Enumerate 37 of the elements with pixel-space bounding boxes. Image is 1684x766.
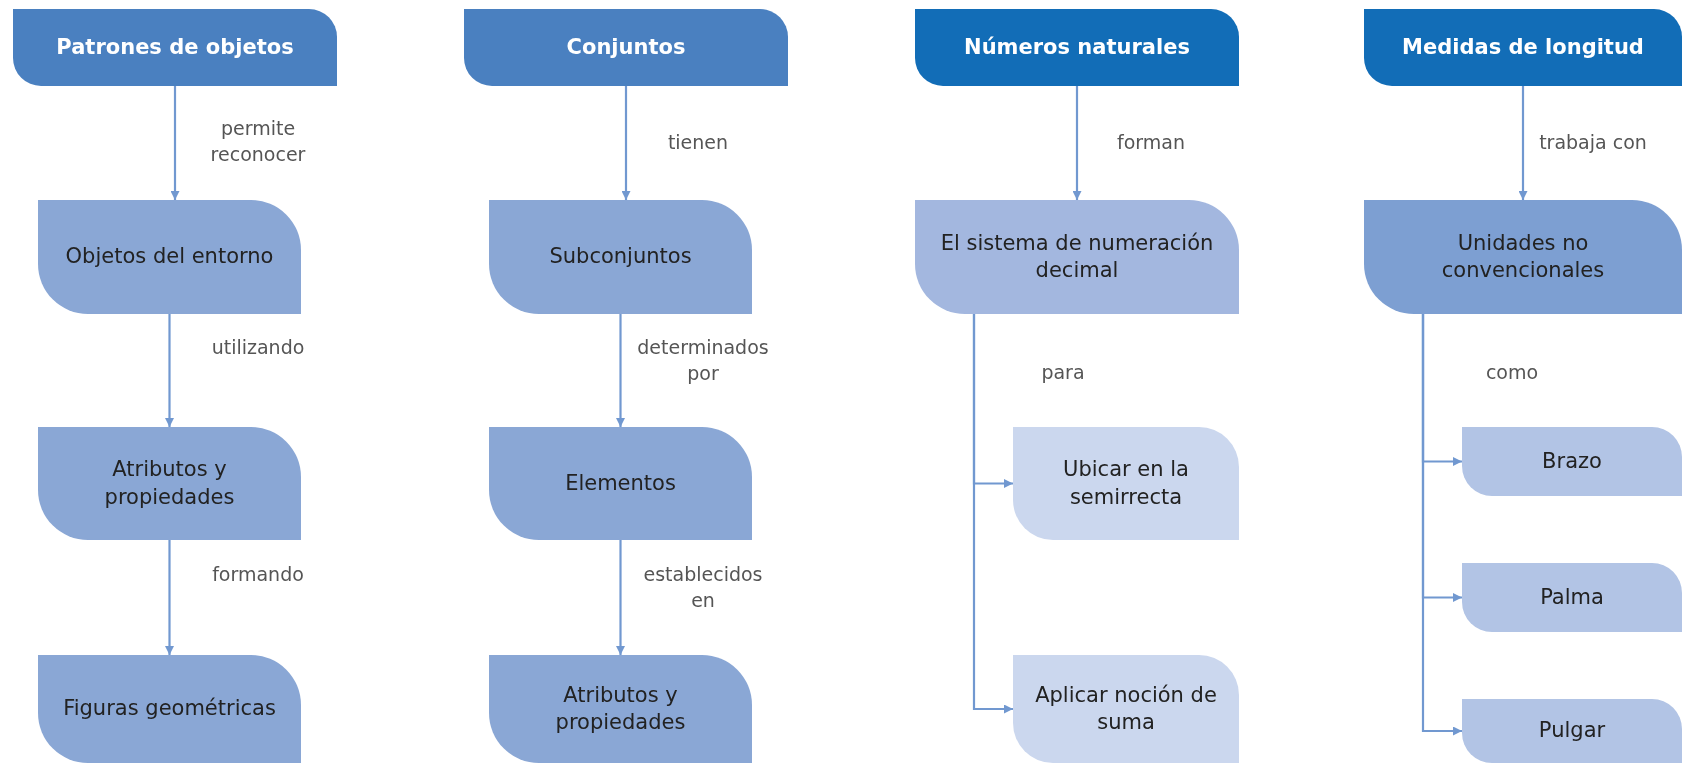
concept-box: Atributos y propiedades — [489, 655, 752, 763]
edge-label: determinados por — [636, 335, 770, 386]
concept-box: Ubicar en la semirrecta — [1013, 427, 1239, 540]
concept-box: Atributos y propiedades — [38, 427, 301, 540]
header-box: Patrones de objetos — [13, 9, 337, 86]
concept-box: Pulgar — [1462, 699, 1682, 763]
concept-box: Palma — [1462, 563, 1682, 632]
concept-box: Brazo — [1462, 427, 1682, 496]
arrow — [1518, 86, 1528, 200]
edge-label: utilizando — [210, 335, 306, 360]
edge-label: forman — [1116, 130, 1186, 155]
arrow — [1072, 86, 1082, 200]
concept-box: Elementos — [489, 427, 752, 540]
edge-label: para — [1040, 360, 1086, 385]
edge-label: establecidos en — [642, 562, 764, 613]
edge-label: trabaja con — [1538, 130, 1648, 155]
concept-box: Unidades no convencionales — [1364, 200, 1682, 314]
edge-label: como — [1484, 360, 1540, 385]
concept-box: El sistema de numeración decimal — [915, 200, 1239, 314]
arrow — [1421, 314, 1462, 736]
concept-box: Figuras geométricas — [38, 655, 301, 763]
arrow — [972, 314, 1013, 714]
concept-box: Objetos del entorno — [38, 200, 301, 314]
header-box: Medidas de longitud — [1364, 9, 1682, 86]
arrow — [621, 86, 631, 200]
arrow — [616, 314, 625, 427]
arrow — [616, 540, 625, 655]
arrow — [165, 540, 174, 655]
edge-label: permite reconocer — [209, 116, 307, 167]
edge-label: formando — [211, 562, 305, 587]
arrow — [170, 86, 180, 200]
header-box: Números naturales — [915, 9, 1239, 86]
arrow — [165, 314, 174, 427]
edge-label: tienen — [666, 130, 730, 155]
header-box: Conjuntos — [464, 9, 788, 86]
concept-box: Aplicar noción de suma — [1013, 655, 1239, 763]
concept-box: Subconjuntos — [489, 200, 752, 314]
